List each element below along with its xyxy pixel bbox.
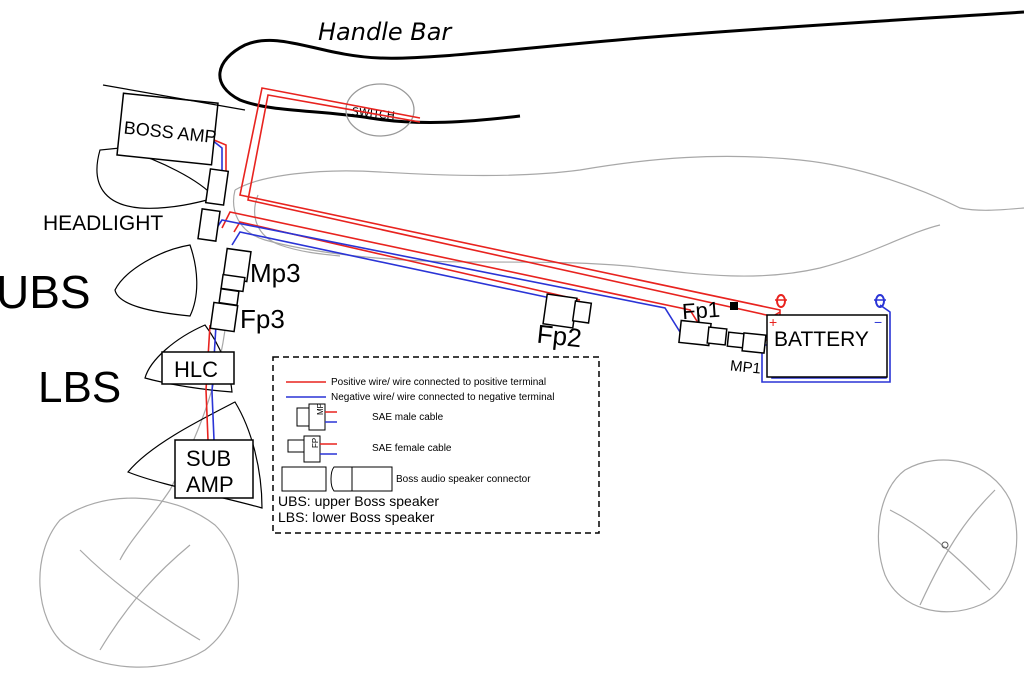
fp2-label: Fp2 — [535, 319, 583, 354]
boss-amp-connector — [204, 168, 230, 206]
legend: Positive wire/ wire connected to positiv… — [272, 356, 600, 534]
switch-outline — [345, 83, 415, 137]
headlight-shape — [96, 147, 217, 209]
fp3-connector — [209, 287, 240, 333]
legend-mp-text: SAE male cable — [372, 412, 444, 423]
legend-boss-connector-text: Boss audio speaker connector — [396, 474, 531, 485]
legend-box — [272, 356, 600, 534]
battery-plus-sign: + — [769, 314, 777, 330]
hlc-label: HLC — [174, 357, 218, 382]
main-red-wire-2 — [233, 221, 581, 301]
fp1-connector — [678, 319, 728, 347]
legend-lbs-definition: LBS: lower Boss speaker — [278, 509, 435, 525]
legend-fp-text: SAE female cable — [372, 443, 452, 454]
legend-fp-tag: FP — [311, 438, 320, 448]
headlight-connector — [197, 208, 221, 242]
fp2-connector — [542, 293, 593, 329]
handlebar-label: Handle Bar — [318, 18, 453, 46]
sub-amp-label-line2: AMP — [186, 472, 234, 497]
battery-blue-wire — [761, 304, 891, 383]
hlc-blue-wire — [211, 324, 217, 441]
fp3-label: Fp3 — [240, 304, 285, 334]
ubs-shape — [114, 244, 198, 317]
sub-amp-label-line1: SUB — [186, 446, 231, 471]
legend-positive-text: Positive wire/ wire connected to positiv… — [331, 377, 546, 388]
mp3-label: Mp3 — [250, 258, 301, 288]
rear-wheel-sketch — [877, 459, 1018, 613]
battery-box — [766, 314, 888, 378]
mp3-connector — [220, 247, 252, 293]
legend-ubs-definition: UBS: upper Boss speaker — [278, 493, 439, 509]
lbs-label: LBS — [38, 363, 121, 412]
battery-negative-terminal — [874, 294, 886, 308]
fp1-label: Fp1 — [681, 297, 721, 325]
front-wheel-sketch — [39, 497, 239, 668]
mp1-label: MP1 — [729, 357, 761, 377]
hlc-red-wire — [205, 324, 211, 441]
legend-mp-tag: MP — [316, 403, 325, 415]
legend-negative-text: Negative wire/ wire connected to negativ… — [331, 392, 554, 403]
ubs-label: UBS — [0, 266, 91, 318]
headlight-label: HEADLIGHT — [43, 212, 163, 235]
main-blue-wire-2 — [231, 231, 561, 301]
battery-positive-terminal — [775, 294, 787, 308]
battery-minus-sign: − — [874, 314, 882, 330]
handlebar-sketch — [218, 10, 1024, 124]
hlc-box — [161, 351, 235, 385]
switch-wires — [239, 87, 781, 328]
mp1-connector — [726, 331, 767, 354]
legend-fp-icon: FP — [287, 435, 337, 463]
sub-amp-box — [174, 439, 254, 499]
legend-mp-icon: MP — [296, 403, 337, 431]
body-outline-sketch — [119, 155, 1024, 561]
legend-boss-connector-icon — [281, 466, 393, 492]
battery-label: BATTERY — [774, 328, 869, 351]
boss-amp-box — [116, 92, 219, 166]
fuse-marker — [730, 302, 738, 310]
